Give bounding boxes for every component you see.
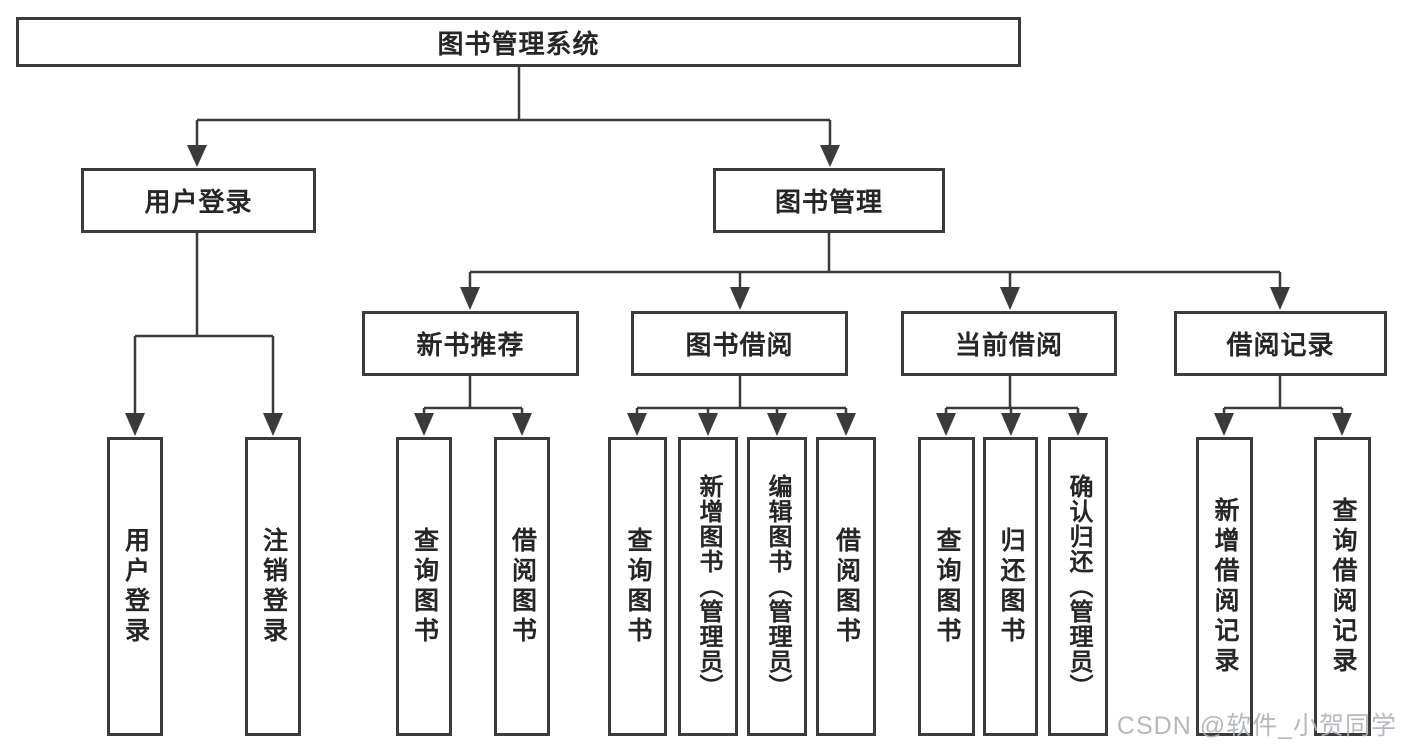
node-label: 用户登录 [144,187,253,217]
node-current-borrow: 当前借阅 [901,311,1117,376]
leaf-query-books: 查询图书 [396,437,452,736]
leaf-label: 查询图书 [410,526,439,647]
leaf-query-borrow-record: 查询借阅记录 [1314,437,1371,736]
node-borrow-records: 借阅记录 [1174,311,1387,376]
arrow-login-leaf1 [263,413,283,436]
node-label: 图书管理 [774,187,883,217]
node-user-login: 用户登录 [81,168,316,233]
leaf-label: 查询图书 [933,526,961,647]
arrow-sec0-leaf0 [414,413,434,436]
leaf-query-books: 查询图书 [918,437,975,736]
arrow-to-sec3 [1270,287,1290,310]
node-library-management-system: 图书管理系统 [16,17,1021,67]
arrow-sec2-leaf1 [1001,413,1021,436]
node-label: 当前借阅 [954,330,1063,360]
leaf-label: 新增借阅记录 [1211,496,1239,677]
leaf-borrow-books: 借阅图书 [494,437,550,736]
arrowheads [125,145,1352,436]
leaf-label: 确认归还（管理员） [1065,474,1092,699]
node-label: 图书管理系统 [437,28,600,59]
arrow-sec3-leaf1 [1332,413,1352,436]
leaf-query-books: 查询图书 [608,437,667,736]
node-new-book-recommend: 新书推荐 [362,311,579,376]
leaf-label: 查询借阅记录 [1329,496,1357,677]
arrow-to-mgmt [820,145,840,167]
arrow-sec2-leaf2 [1068,413,1088,436]
arrow-sec1-leaf0 [627,413,647,436]
leaf-label: 借阅图书 [832,526,861,647]
arrow-to-sec1 [730,287,750,310]
arrow-to-sec0 [460,287,480,310]
node-label: 借阅记录 [1226,330,1335,360]
arrow-to-login [187,145,207,167]
arrow-sec1-leaf2 [767,413,787,436]
leaf-add-borrow-record: 新增借阅记录 [1196,437,1253,736]
leaf-label: 归还图书 [997,526,1025,647]
arrow-sec1-leaf3 [836,413,856,436]
node-book-management: 图书管理 [713,168,945,233]
leaf-logout: 注销登录 [245,437,301,736]
arrow-to-sec2 [1000,287,1020,310]
leaf-user-login: 用户登录 [107,437,163,736]
arrow-sec0-leaf1 [512,413,532,436]
leaf-label: 查询图书 [624,526,652,647]
arrow-sec3-leaf0 [1214,413,1234,436]
leaf-edit-book-admin: 编辑图书（管理员） [747,437,807,736]
leaf-label: 借阅图书 [508,526,537,647]
leaf-label: 注销登录 [259,526,288,647]
node-book-borrow: 图书借阅 [631,311,848,376]
leaf-return-books: 归还图书 [983,437,1038,736]
arrow-sec1-leaf1 [698,413,718,436]
arrow-sec2-leaf0 [936,413,956,436]
leaf-borrow-books: 借阅图书 [816,437,876,736]
leaf-label: 新增图书（管理员） [695,474,722,699]
node-label: 图书借阅 [685,330,794,360]
leaf-label: 用户登录 [121,526,150,647]
leaf-add-book-admin: 新增图书（管理员） [678,437,738,736]
csdn-watermark: CSDN @软件_小贺同学 [1116,712,1397,740]
leaf-confirm-return-admin: 确认归还（管理员） [1048,437,1108,736]
arrow-login-leaf0 [125,413,145,436]
leaf-label: 编辑图书（管理员） [764,474,791,699]
node-label: 新书推荐 [416,330,525,360]
